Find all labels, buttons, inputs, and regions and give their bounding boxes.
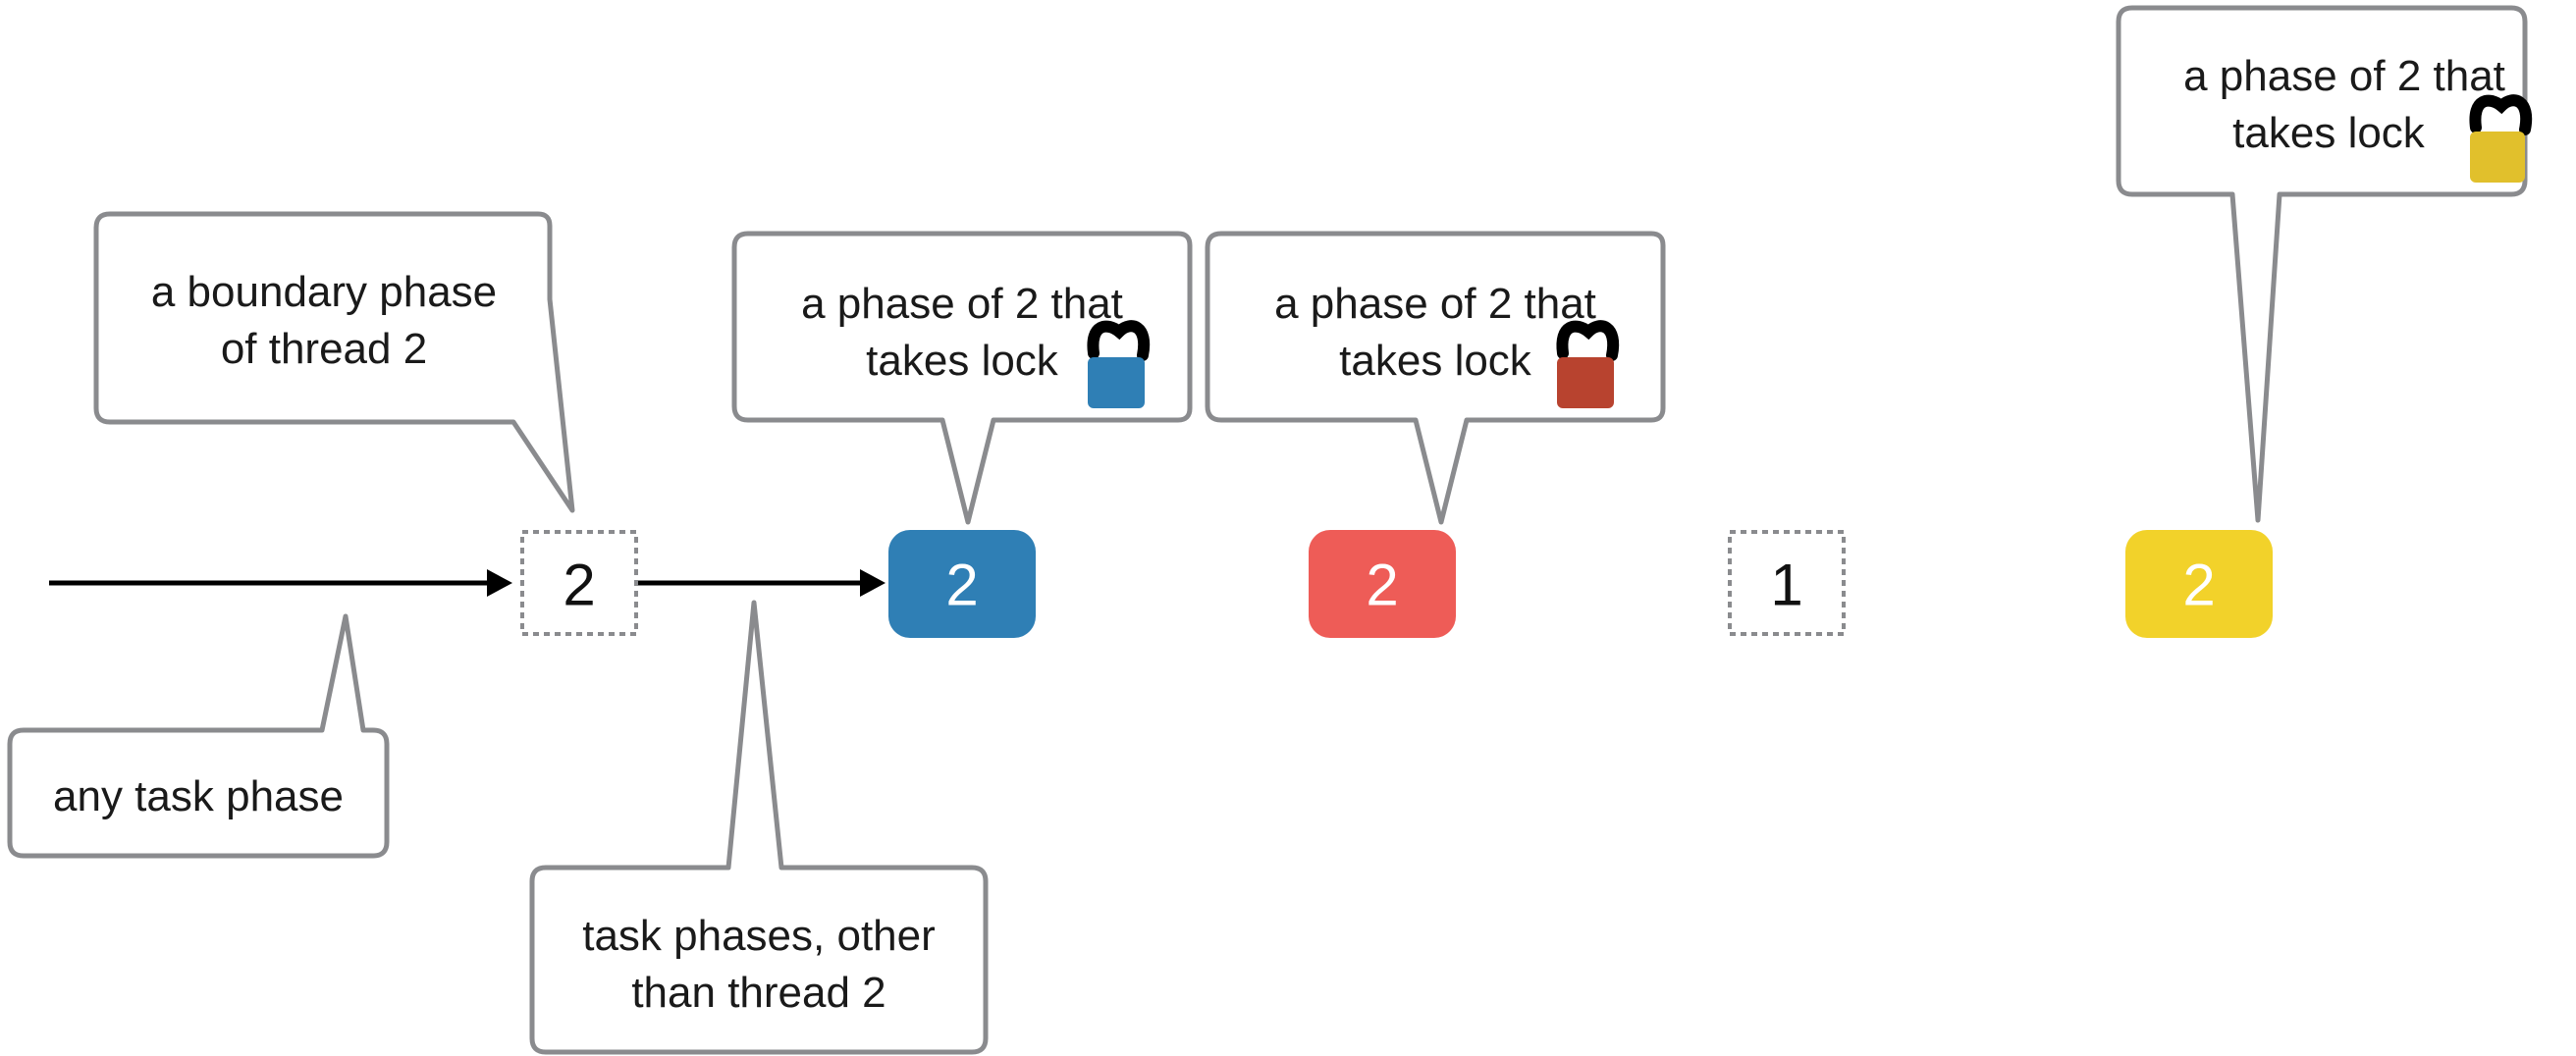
node-boundary-2[interactable]: 2: [520, 530, 638, 636]
callout-boundary-line1: a boundary phase: [151, 268, 497, 316]
node-lock-blue-2-label: 2: [945, 553, 978, 618]
callout-boundary-line2: of thread 2: [221, 325, 427, 373]
node-lock-red-2[interactable]: 2: [1309, 530, 1456, 638]
callout-any-task-phase: any task phase: [7, 613, 390, 859]
node-lock-red-2-label: 2: [1366, 553, 1398, 618]
callout-lock-blue-line1: a phase of 2 that: [801, 280, 1123, 328]
arrow-to-blue-node: [636, 569, 886, 597]
callout-lock-red-line2: takes lock: [1339, 337, 1532, 385]
callout-other-tasks-line1: task phases, other: [582, 912, 936, 960]
callout-lock-red-line1: a phase of 2 that: [1274, 280, 1596, 328]
node-lock-yellow-2[interactable]: 2: [2125, 530, 2273, 638]
callout-any-task-text: any task phase: [53, 772, 344, 820]
callout-other-tasks-line2: than thread 2: [631, 969, 886, 1017]
node-lock-blue-2[interactable]: 2: [888, 530, 1036, 638]
callout-lock-blue: a phase of 2 that takes lock: [731, 231, 1193, 525]
lock-icon-red: [1556, 320, 1620, 408]
node-lock-yellow-2-label: 2: [2182, 553, 2215, 618]
callout-lock-blue-line2: takes lock: [866, 337, 1059, 385]
callout-boundary-phase: a boundary phase of thread 2: [93, 211, 575, 513]
callout-other-tasks: task phases, other than thread 2: [529, 600, 989, 1055]
callout-lock-red: a phase of 2 that takes lock: [1205, 231, 1666, 525]
node-boundary-1[interactable]: 1: [1728, 530, 1846, 636]
arrow-incoming: [49, 569, 512, 597]
node-boundary-1-label: 1: [1770, 553, 1802, 618]
lock-icon-yellow: [2469, 94, 2533, 183]
lock-icon-blue: [1087, 320, 1151, 408]
callout-lock-yellow-line2: takes lock: [2232, 109, 2426, 157]
node-boundary-2-label: 2: [563, 553, 595, 618]
callout-lock-yellow: a phase of 2 that takes lock: [2116, 5, 2533, 523]
callout-lock-yellow-line1: a phase of 2 that: [2183, 52, 2505, 100]
